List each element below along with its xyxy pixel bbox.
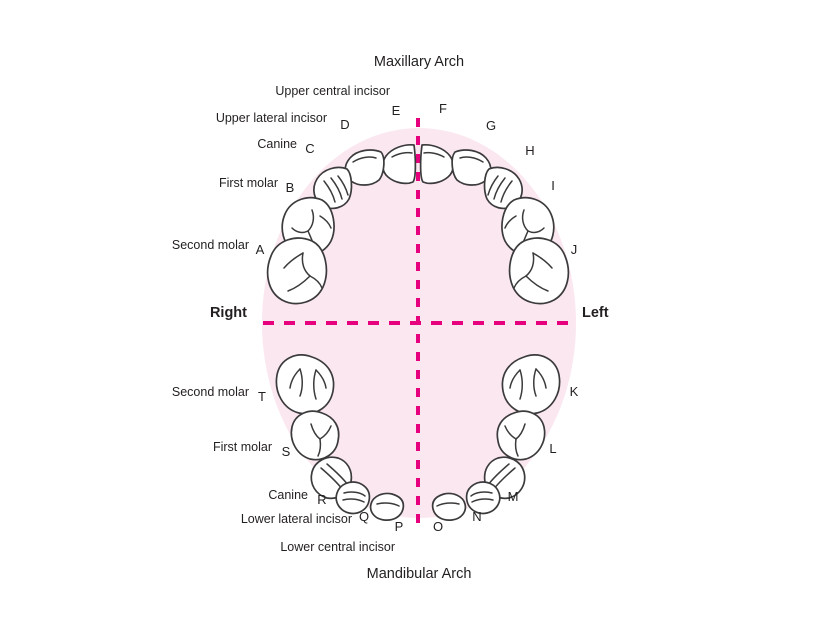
tooth-P-lower-right-central-incisor	[369, 492, 405, 521]
right-side-label: Right	[210, 305, 247, 321]
label-lower-central-incisor: Lower central incisor	[280, 540, 395, 554]
letter-label-O: O	[433, 519, 443, 534]
letter-label-L: L	[549, 441, 556, 456]
letter-label-Q: Q	[359, 509, 369, 524]
letter-label-R: R	[317, 492, 326, 507]
label-lower-first-molar: First molar	[213, 440, 272, 454]
tooth-H-upper-left-canine	[483, 166, 523, 210]
letter-label-K: K	[570, 384, 579, 399]
tooth-S-lower-right-first-molar	[290, 410, 340, 461]
tooth-Q-lower-right-lateral-incisor	[335, 481, 371, 515]
letter-label-N: N	[472, 509, 481, 524]
tooth-C-upper-right-canine	[313, 166, 353, 210]
tooth-L-lower-left-first-molar	[496, 410, 546, 461]
letter-label-B: B	[286, 180, 295, 195]
left-side-label: Left	[582, 305, 609, 321]
letter-label-S: S	[282, 444, 291, 459]
letter-label-C: C	[305, 141, 314, 156]
label-lower-canine: Canine	[268, 488, 308, 502]
letter-label-D: D	[340, 117, 349, 132]
letter-label-G: G	[486, 118, 496, 133]
label-upper-lateral-incisor: Upper lateral incisor	[216, 111, 327, 125]
letter-label-H: H	[525, 143, 534, 158]
tooth-N-lower-left-lateral-incisor	[465, 481, 501, 515]
tooth-J-upper-left-second-molar	[508, 237, 570, 305]
letter-label-A: A	[256, 242, 265, 257]
tooth-T-lower-right-second-molar	[275, 354, 335, 415]
tooth-O-lower-left-central-incisor	[431, 492, 467, 521]
tooth-A-upper-right-second-molar	[266, 237, 328, 305]
label-lower-lateral-incisor: Lower lateral incisor	[241, 512, 352, 526]
letter-label-T: T	[258, 389, 266, 404]
letter-label-I: I	[551, 178, 555, 193]
letter-label-J: J	[571, 242, 578, 257]
tooth-F-upper-left-central-incisor	[419, 144, 454, 185]
letter-label-F: F	[439, 101, 447, 116]
tooth-E-upper-right-central-incisor	[382, 144, 417, 185]
label-upper-canine: Canine	[257, 137, 297, 151]
letter-label-P: P	[395, 519, 404, 534]
label-lower-second-molar: Second molar	[172, 385, 249, 399]
maxillary-arch-title: Maxillary Arch	[374, 54, 464, 70]
mandibular-arch-title: Mandibular Arch	[367, 566, 472, 582]
letter-label-M: M	[508, 489, 519, 504]
tooth-K-lower-left-second-molar	[501, 354, 561, 415]
label-upper-second-molar: Second molar	[172, 238, 249, 252]
label-upper-first-molar: First molar	[219, 176, 278, 190]
label-upper-central-incisor: Upper central incisor	[275, 84, 390, 98]
letter-label-E: E	[392, 103, 401, 118]
